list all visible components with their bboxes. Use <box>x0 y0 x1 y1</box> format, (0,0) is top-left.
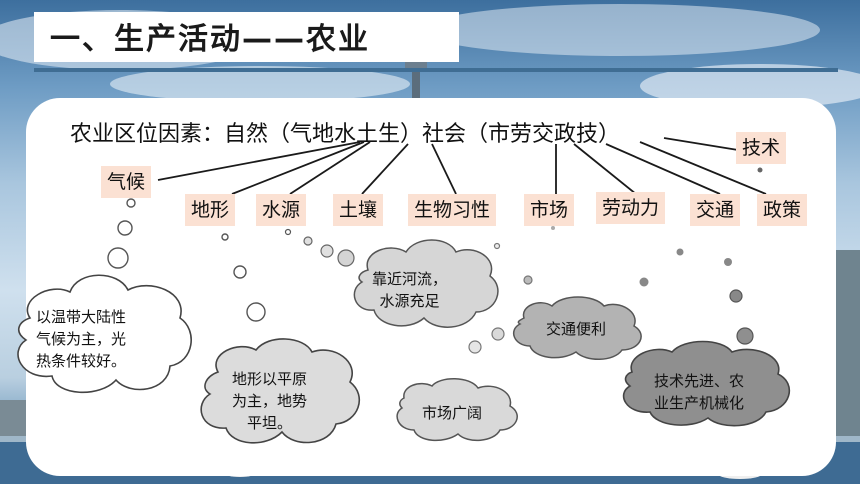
clouds <box>17 239 790 444</box>
cloud-technology-text: 技术先进、农 业生产机械化 <box>654 372 745 412</box>
page-title: 一、生产活动——农业 <box>50 22 370 57</box>
factor-transport: 交通 <box>690 194 741 226</box>
factor-terrain: 地形 <box>185 194 236 226</box>
factor-climate: 气候 <box>101 166 152 198</box>
factor-water: 水源 <box>256 194 307 226</box>
cloud-market-text: 市场广阔 <box>422 404 483 422</box>
cloud-climate <box>17 274 192 394</box>
title-underline <box>34 68 838 72</box>
factor-policy: 政策 <box>757 194 808 226</box>
connector-lines <box>157 137 767 195</box>
cloud-market <box>396 378 518 442</box>
cloud-transport <box>512 296 642 360</box>
cloud-technology <box>623 340 790 427</box>
thought-bubbles <box>107 167 763 354</box>
factor-biology: 生物习性 <box>408 194 497 226</box>
headline: 农业区位因素：自然（气地水土生）社会（市劳交政技） <box>70 122 621 147</box>
cloud-water <box>353 239 499 328</box>
cloud-transport-text: 交通便利 <box>546 320 607 338</box>
cloud-climate-text: 以温带大陆性 气候为主，光 热条件较好。 <box>36 308 127 370</box>
cloud-water-text: 靠近河流， 水源充足 <box>372 270 448 310</box>
title-bar <box>34 12 459 62</box>
factor-technology: 技术 <box>736 132 787 164</box>
cloud-terrain <box>200 338 361 444</box>
factor-labor: 劳动力 <box>596 192 666 224</box>
factor-soil: 土壤 <box>333 194 384 226</box>
cloud-terrain-text: 地形以平原 为主，地势 平坦。 <box>232 370 308 432</box>
tower-icon <box>412 48 420 98</box>
factor-market: 市场 <box>524 194 575 226</box>
